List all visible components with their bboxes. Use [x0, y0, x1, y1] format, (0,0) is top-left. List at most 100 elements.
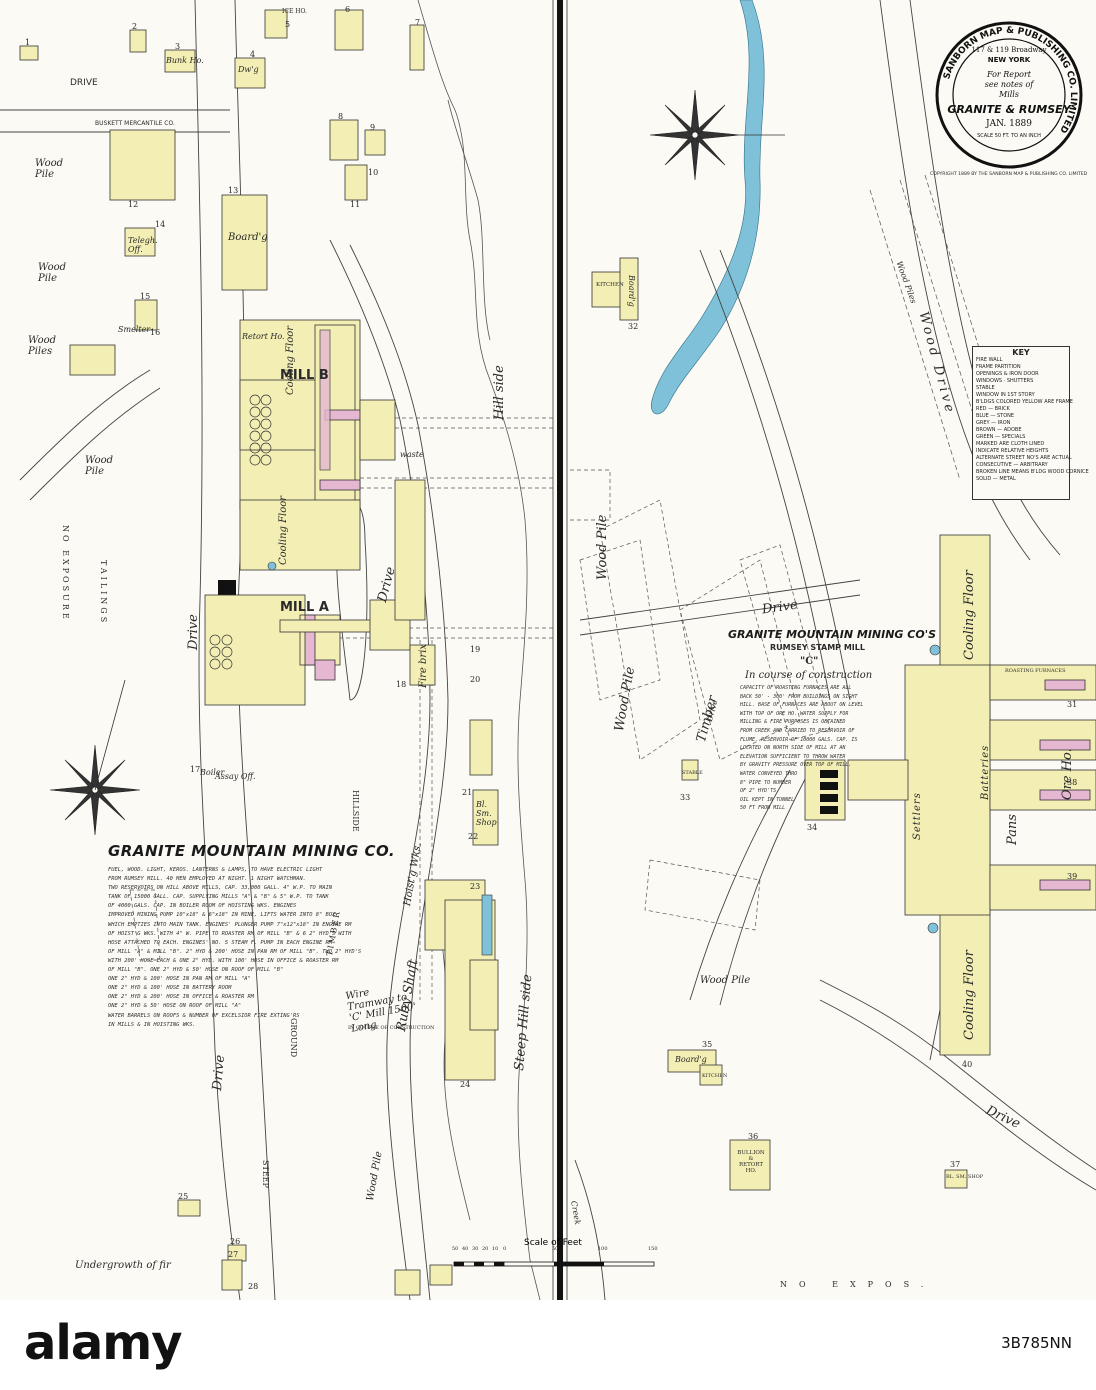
- label-cooling-floor-a: Cooling Floor: [278, 495, 289, 565]
- mill-b-settlers: [249, 394, 272, 466]
- map-key: KEY FIRE WALL FRAME PARTITION OPENINGS &…: [972, 346, 1089, 500]
- note-line: BACK 50' - 300' FROM BUILDINGS ON SIGHT: [740, 693, 858, 700]
- label-retort: Retort Ho.: [242, 332, 285, 341]
- label-tailings: TAILINGS: [99, 560, 108, 626]
- key-row: WINDOWS · SHUTTERS: [976, 378, 1034, 384]
- key-row: SOLID — METAL: [976, 476, 1016, 482]
- mill-a: [204, 479, 426, 706]
- right-buildings: [591, 257, 968, 1191]
- label-drive-left: Drive: [186, 614, 201, 650]
- label-wood-pile-1: Wood Pile: [35, 158, 64, 180]
- label-in-course: IN COURSE OF CONSTRUCTION: [348, 1025, 435, 1031]
- label-boardg: Board'g: [228, 232, 268, 243]
- building-number: 1: [25, 38, 31, 47]
- scale-tick: 10: [492, 1246, 499, 1252]
- right-mill-label: "C": [800, 656, 819, 667]
- note-line: ONE 2" HYD & 100' HOSE IN PAN RM OF MILL…: [108, 976, 251, 983]
- building-number: 4: [250, 50, 256, 59]
- label-boiler: Boiler: [200, 768, 225, 777]
- note-line: TWO RESERVOIRS ON HILL ABOVE MILLS, CAP.…: [108, 885, 332, 892]
- label-steep: STEEP: [261, 1160, 270, 1188]
- seal-place: GRANITE & RUMSEY: [947, 103, 1071, 116]
- scale-tick: 20: [482, 1246, 489, 1252]
- label-hill-side: Hill side: [492, 365, 507, 420]
- note-line: OF MILL "B". ONE 2" HYD & 50' HOSE ON RO…: [108, 967, 284, 974]
- key-row: STABLE: [976, 385, 995, 391]
- key-row: RED — BRICK: [976, 406, 1010, 412]
- building-number: 33: [680, 793, 691, 802]
- building-number: 12: [128, 200, 139, 209]
- key-row: GREY — IRON: [976, 420, 1011, 426]
- note-line: WATER CONVEYED THRO: [740, 770, 798, 777]
- note-line: FROM CREEK AND CARRIED TO RESERVOIR OF: [740, 727, 855, 734]
- label-wood-pile-2: Wood Pile: [38, 262, 67, 284]
- right-status: In course of construction: [745, 670, 873, 681]
- building-number: 36: [748, 1132, 759, 1141]
- label-bunk: Bunk Ho.: [166, 56, 204, 65]
- label-no-expos-right: NO EXPOS.: [780, 1280, 936, 1289]
- label-bl-sm: BL. SM. SHOP: [946, 1174, 984, 1180]
- building-number: 21: [462, 788, 473, 797]
- compass-rose-right: [649, 89, 785, 181]
- label-ore-ho: Ore Ho.: [1060, 748, 1075, 800]
- note-line: FUEL, WOOD. LIGHT, KEROS. LANTERNS & LAM…: [108, 867, 323, 873]
- building-number: 7: [415, 18, 421, 27]
- map-sheet: SANBORN MAP & PUBLISHING CO. LIMITED 117…: [0, 0, 1096, 1300]
- seal-note-2: see notes of: [984, 80, 1034, 89]
- building-number: 22: [468, 832, 479, 841]
- building-number: 18: [396, 680, 407, 689]
- label-batteries: Batteries: [980, 744, 991, 800]
- note-line: WITH TOP OF ORE HO. WATER SUPPLY FOR: [740, 710, 849, 717]
- label-blk-smith: Bl. Sm. Shop: [476, 800, 497, 827]
- note-line: OF 2" HYD'TS.: [740, 788, 780, 795]
- label-cooling-floor-top: Cooling Floor: [962, 570, 977, 660]
- building-number: 28: [248, 1282, 259, 1291]
- left-buildings: [19, 9, 499, 1296]
- label-cooling-floor-b: Cooling Floor: [285, 325, 296, 395]
- label-wood-pile-r3: Wood Pile: [700, 975, 751, 986]
- building-number: 3: [175, 42, 181, 51]
- key-row: BROWN — ADOBE: [976, 427, 1022, 433]
- scale-tick: 40: [462, 1246, 469, 1252]
- building-number: 20: [470, 675, 481, 684]
- label-mill-a: MILL A: [280, 600, 329, 615]
- label-settlers: Settlers: [912, 792, 923, 840]
- building-number: 31: [1067, 700, 1078, 709]
- building-number: 2: [132, 22, 138, 31]
- label-cooling-floor-bot: Cooling Floor: [962, 950, 977, 1040]
- label-stable: STABLE: [682, 770, 703, 776]
- key-row: WINDOW IN 1ST STORY: [976, 392, 1035, 398]
- key-row: B'LDGS COLORED YELLOW ARE FRAME: [976, 399, 1073, 405]
- scale-tick: 100: [598, 1246, 608, 1252]
- label-assay: Assay Off.: [215, 772, 256, 781]
- seal-note-1: For Report: [986, 70, 1032, 79]
- building-number: 27: [228, 1250, 239, 1259]
- note-line: OIL KEPT IN TUNNEL: [740, 796, 795, 803]
- label-wood-pile-3: Wood Pile: [85, 455, 114, 477]
- key-row: MARKED ARE CLOTH LINED: [976, 441, 1045, 447]
- note-line: WHICH EMPTIES INTO MAIN TANK. ENGINES' P…: [108, 921, 352, 928]
- water-tank: [481, 894, 493, 956]
- note-line: LOCATED ON NORTH SIDE OF MILL AT AN: [740, 745, 846, 752]
- note-line: IMPROVED MINING PUMP 10"x18" & 6"x18" IN…: [108, 912, 336, 919]
- note-line: CAPACITY OF ROASTING FURNACES ARE ALL: [740, 685, 852, 691]
- image-code: 3B785NN: [1001, 1334, 1072, 1352]
- label-roasting: ROASTING FURNACES: [1005, 668, 1066, 674]
- building-number: 24: [460, 1080, 471, 1089]
- footer-band: alamy 3B785NN: [0, 1300, 1096, 1390]
- scale-bar: Scale of Feet 50 40 30 20 10 0 50 100 15…: [450, 1238, 670, 1278]
- seal-date: JAN. 1889: [985, 119, 1033, 129]
- seal-note-3: Mills: [999, 90, 1019, 99]
- note-line: OF 4000 GALS. CAP. IN BOILER ROOM OF HOI…: [108, 903, 297, 910]
- note-line: IN MILLS & IN HOISTING WKS.: [108, 1021, 196, 1028]
- building-number: 6: [345, 5, 351, 14]
- label-hillside: HILLSIDE: [351, 790, 360, 832]
- key-row: FRAME PARTITION: [976, 364, 1021, 370]
- key-row: BROKEN LINE MEANS B'LDG WOOD CORNICE: [976, 469, 1089, 475]
- compass-rose-left: [49, 679, 141, 836]
- note-line: FLUME. RESERVOIR OF 10000 GALS. CAP. IS: [740, 736, 858, 743]
- note-line: ELEVATION SUFFICIENT TO THROW WATER: [740, 753, 846, 760]
- label-kitchen: KITCHEN: [596, 282, 624, 288]
- building-number: 40: [962, 1060, 973, 1069]
- seal-city: NEW YORK: [987, 56, 1031, 64]
